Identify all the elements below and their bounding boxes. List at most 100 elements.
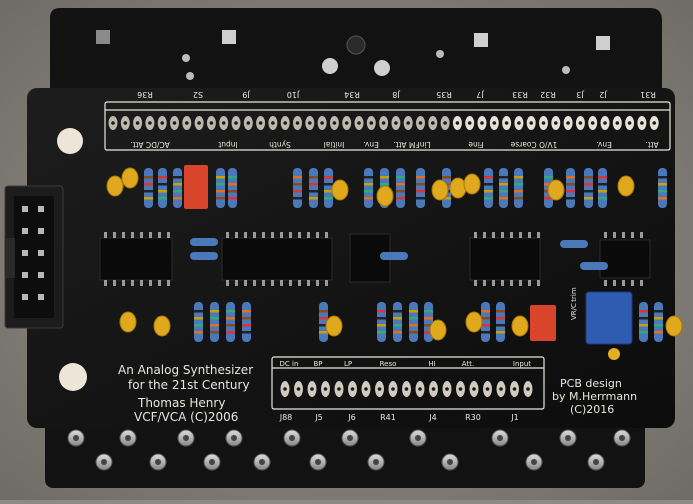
resistor-band — [639, 331, 648, 334]
pad-hole — [445, 387, 449, 391]
resistor-band — [324, 190, 333, 193]
ic-pin — [280, 232, 283, 238]
resistor-band — [393, 331, 402, 334]
top-func-label: AC/DC Att. — [130, 140, 169, 149]
resistor-band — [566, 176, 575, 179]
pad-hole — [135, 121, 140, 125]
pad-hole — [310, 387, 314, 391]
ic-pin — [631, 232, 634, 238]
ic-pin — [519, 232, 522, 238]
pad-hole — [123, 121, 128, 125]
pad-hole — [283, 121, 288, 125]
resistor-band — [654, 310, 663, 313]
ribbon-pin — [38, 272, 44, 278]
ic-pin — [316, 232, 319, 238]
ribbon-pin — [38, 294, 44, 300]
resistor — [364, 168, 373, 208]
resistor-band — [514, 176, 523, 179]
resistor-band — [424, 324, 433, 327]
bottom-func-label: LP — [344, 360, 352, 368]
resistor-band — [514, 197, 523, 200]
bottom-header-frame — [271, 356, 545, 410]
ribbon-pin — [38, 228, 44, 234]
pad-hole — [492, 121, 497, 125]
resistor-band — [658, 176, 667, 179]
top-ref-label: J2 — [599, 90, 607, 99]
pad-hole — [418, 387, 422, 391]
top-header-frame — [104, 101, 671, 151]
pad-hole — [369, 121, 374, 125]
resistor-band — [409, 317, 418, 320]
ic-pin — [244, 280, 247, 286]
resistor — [484, 168, 493, 208]
resistor-band — [228, 176, 237, 179]
ribbon-pin — [38, 206, 44, 212]
resistor-band — [416, 183, 425, 186]
resistor — [658, 168, 667, 208]
pad-hole — [554, 121, 558, 125]
jack-hole — [73, 435, 79, 441]
pad-hole — [541, 121, 546, 125]
ic-pin — [289, 280, 292, 286]
pad-hole — [308, 121, 312, 125]
resistor-band — [319, 331, 328, 334]
ic-pin — [280, 280, 283, 286]
credit-line-4: VCF/VCA (C)2006 — [134, 410, 238, 424]
jack-hole — [619, 435, 625, 441]
top-func-label: Att. — [645, 140, 658, 149]
resistor — [190, 238, 218, 246]
pad-hole — [485, 387, 490, 391]
resistor-band — [226, 310, 235, 313]
resistor-band — [242, 324, 251, 327]
pad-hole — [332, 121, 337, 125]
back-board-pads — [96, 30, 610, 80]
ic-pin — [167, 280, 170, 286]
ic-pin — [253, 232, 256, 238]
ceramic-capacitor — [465, 311, 483, 333]
resistor — [409, 302, 418, 342]
ic-pin — [298, 232, 301, 238]
resistor — [393, 302, 402, 342]
bottom-ref-label: J5 — [314, 413, 322, 422]
pad-hole — [364, 387, 368, 391]
resistor-band — [210, 324, 219, 327]
ribbon-pin — [22, 250, 28, 256]
pad-hole — [337, 387, 341, 391]
jack-hole — [101, 459, 107, 465]
ic-pin — [537, 280, 540, 286]
resistor — [377, 302, 386, 342]
resistor-band — [409, 331, 418, 334]
pad-hole — [640, 121, 644, 125]
ic-pins — [104, 232, 643, 286]
pad-hole — [350, 387, 355, 391]
resistor — [514, 168, 523, 208]
resistor-band — [481, 310, 490, 313]
trim-label: VR/C trim — [570, 287, 578, 320]
resistor — [380, 252, 408, 260]
top-ref-label: R33 — [512, 90, 528, 99]
ic-pin — [519, 280, 522, 286]
pad-hole — [526, 387, 530, 391]
resistor-band — [216, 190, 225, 193]
top-ref-label: R31 — [640, 90, 656, 99]
ic-pin — [492, 280, 495, 286]
pad-hole — [455, 121, 460, 125]
resistor-band — [194, 331, 203, 334]
top-func-label: Fine — [468, 140, 484, 149]
resistor-band — [324, 176, 333, 179]
resistor-band — [293, 190, 302, 193]
resistor-band — [499, 176, 508, 179]
resistor-band — [226, 331, 235, 334]
resistor-band — [496, 317, 505, 320]
resistor-band — [566, 197, 575, 200]
ic-pin — [271, 280, 274, 286]
top-ref-label: J3 — [576, 90, 584, 99]
resistor-band — [242, 317, 251, 320]
ic-pin — [510, 280, 513, 286]
ic-pin — [226, 232, 229, 238]
pad-hole — [283, 387, 287, 391]
pad-hole — [381, 121, 386, 125]
ic-pin — [226, 280, 229, 286]
